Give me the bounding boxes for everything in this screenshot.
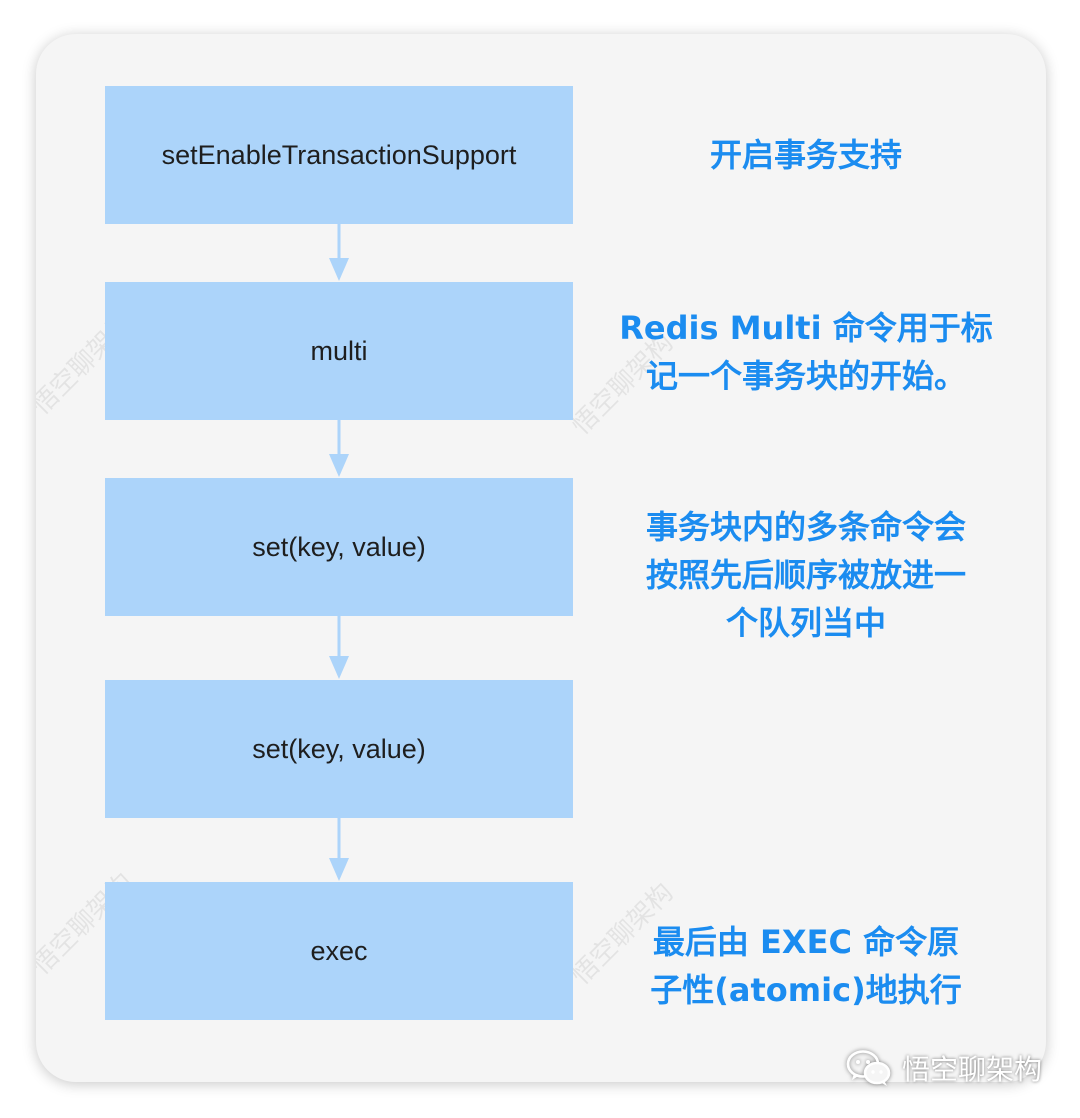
flow-arrows xyxy=(329,224,349,881)
step-label: set(key, value) xyxy=(252,531,426,562)
step-exec: exec xyxy=(105,882,573,1020)
step-set-key-value-1: set(key, value) xyxy=(105,478,573,616)
step-label: set(key, value) xyxy=(252,733,426,764)
note-line: 事务块内的多条命令会 xyxy=(645,508,966,546)
step-label: multi xyxy=(310,335,368,366)
step-set-enable-transaction-support: setEnableTransactionSupport xyxy=(105,86,573,224)
step-multi: multi xyxy=(105,282,573,420)
note-line: 最后由 EXEC 命令原 xyxy=(652,923,960,961)
note-queue: 事务块内的多条命令会 按照先后顺序被放进一 个队列当中 xyxy=(596,503,1016,647)
note-line: 开启事务支持 xyxy=(709,136,902,174)
note-enable-transaction: 开启事务支持 xyxy=(596,131,1016,179)
note-line: 记一个事务块的开始。 xyxy=(645,357,966,395)
diagram-card: 悟空聊架构 悟空聊架构 悟空聊架构 悟空聊架构 setEnableTransac… xyxy=(36,34,1046,1082)
note-line: 按照先后顺序被放进一 xyxy=(645,556,966,594)
step-set-key-value-2: set(key, value) xyxy=(105,680,573,818)
note-exec: 最后由 EXEC 命令原 子性(atomic)地执行 xyxy=(596,918,1016,1014)
account-tag: 悟空聊架构 xyxy=(846,1048,1042,1088)
note-line: 子性(atomic)地执行 xyxy=(650,971,962,1009)
wechat-icon xyxy=(846,1050,891,1086)
note-line: Redis Multi 命令用于标 xyxy=(619,309,993,347)
account-name: 悟空聊架构 xyxy=(901,1053,1042,1086)
note-line: 个队列当中 xyxy=(725,604,886,642)
step-label: setEnableTransactionSupport xyxy=(161,139,517,170)
step-label: exec xyxy=(310,935,368,966)
note-multi: Redis Multi 命令用于标 记一个事务块的开始。 xyxy=(596,304,1016,400)
